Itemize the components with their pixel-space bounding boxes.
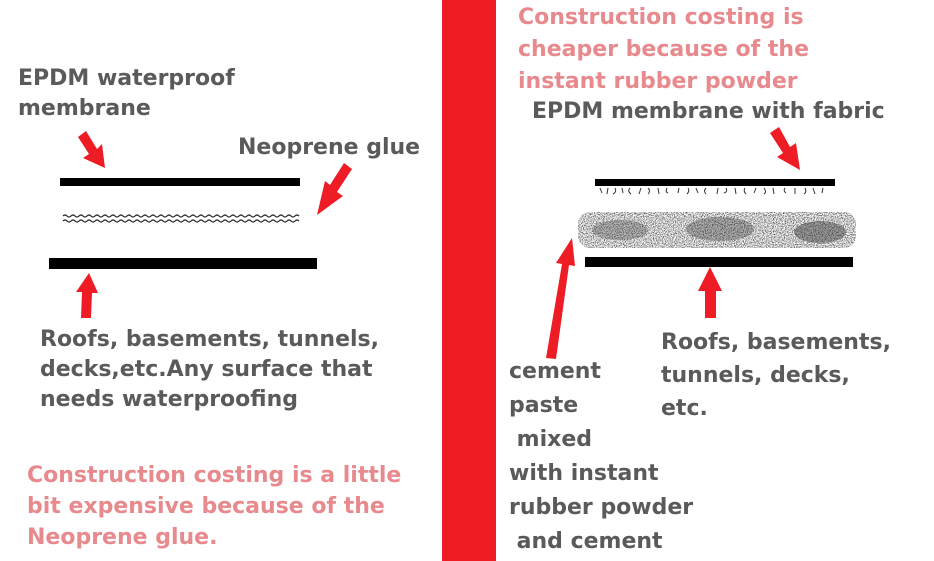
left-surface-label: Roofs, basements, tunnels, decks,etc.Any… <box>40 327 380 412</box>
paste-blob <box>794 221 846 243</box>
paste-blob <box>686 217 754 241</box>
right-cost-note: Construction costing is cheaper because … <box>518 5 809 94</box>
left-membrane-label: EPDM waterproof membrane <box>18 66 235 121</box>
left-glue-label: Neoprene glue <box>238 135 421 160</box>
arrow-to-right-surface <box>698 267 722 318</box>
arrow-to-cement-paste <box>546 238 575 359</box>
arrow-to-right-membrane <box>770 127 800 170</box>
paste-blob <box>592 220 648 240</box>
right-membrane-label: EPDM membrane with fabric <box>532 99 885 124</box>
left-top-membrane-line <box>60 178 300 186</box>
arrow-to-left-membrane <box>78 131 105 168</box>
right-surface-label: Roofs, basements, tunnels, decks, etc. <box>661 330 891 421</box>
right-cement-paste-layer <box>578 212 856 248</box>
left-bottom-surface-line <box>49 258 317 269</box>
right-top-membrane-line <box>595 179 835 186</box>
left-glue-layer <box>62 214 300 223</box>
right-bottom-surface-line <box>585 257 853 267</box>
arrow-to-left-surface <box>76 273 98 318</box>
right-paste-label: cement paste mixed with instant rubber p… <box>509 359 694 554</box>
left-cost-note: Construction costing is a little bit exp… <box>27 463 402 550</box>
arrow-to-neoprene-glue <box>317 163 352 215</box>
center-divider-bar <box>442 0 496 561</box>
right-fabric-fibers <box>599 187 824 195</box>
